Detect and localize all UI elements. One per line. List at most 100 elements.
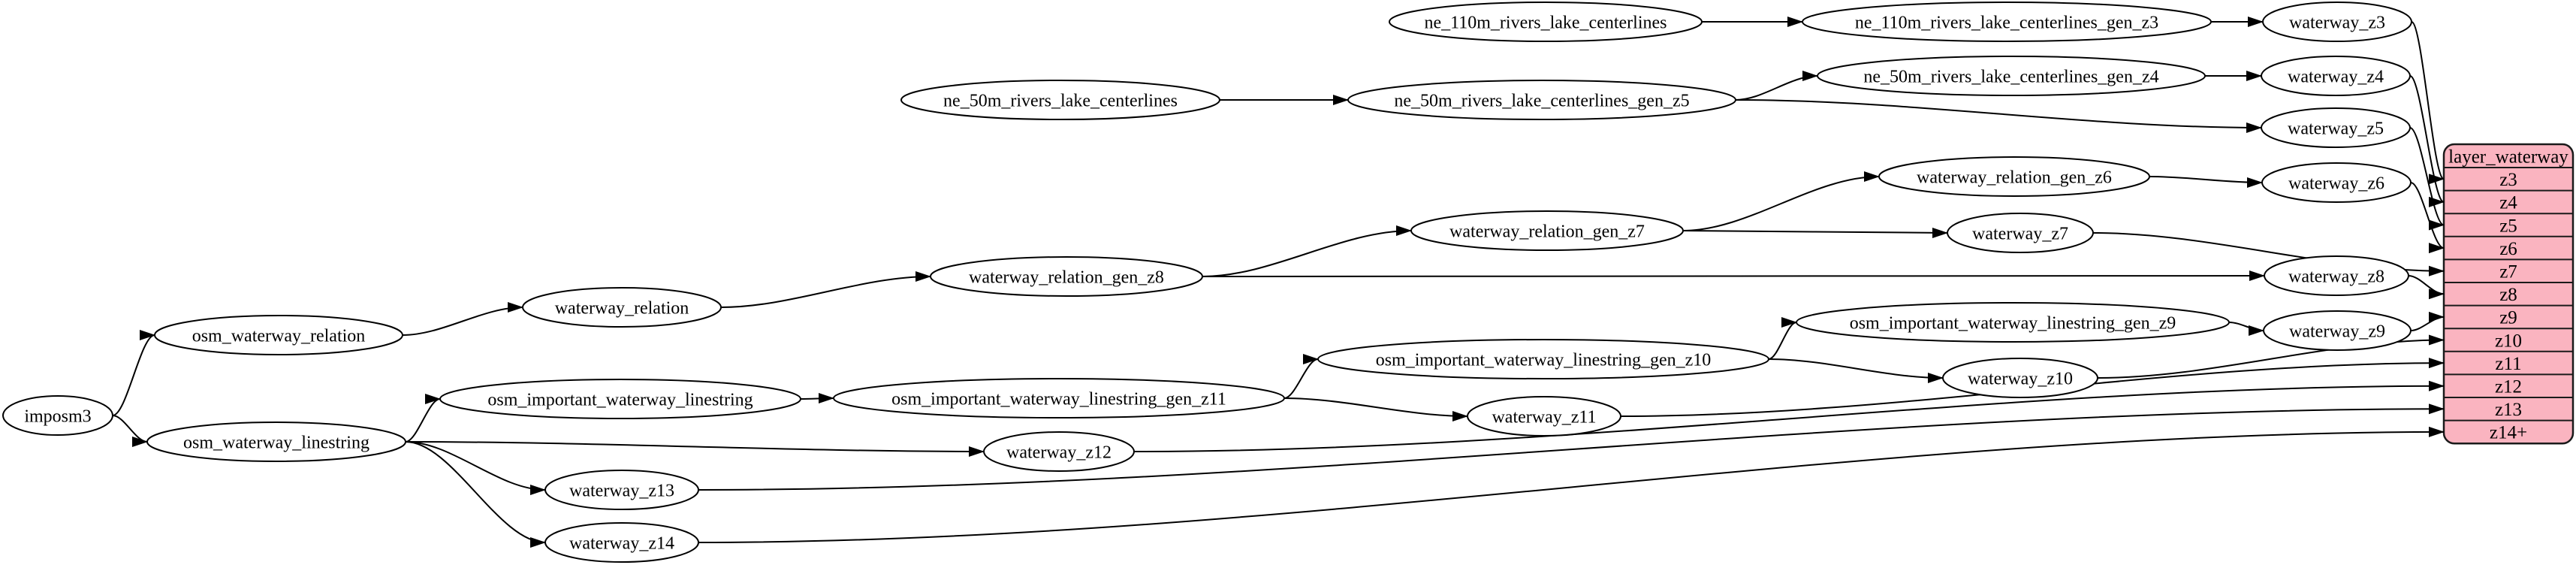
- node-label-waterway_z13: waterway_z13: [569, 481, 674, 500]
- table-row-z13: z13: [2495, 400, 2522, 420]
- node-ellipse-osm_important_waterway_linestring: [439, 379, 801, 419]
- node-ne_50m_rivers_lake_centerlines_gen_z4: ne_50m_rivers_lake_centerlines_gen_z4: [1817, 56, 2206, 96]
- table-row-z4: z4: [2499, 193, 2517, 213]
- edge-waterway_z10-to-row_z10: [2097, 334, 2445, 379]
- node-waterway_z9: waterway_z9: [2263, 310, 2412, 351]
- node-label-ne_50m_rivers_lake_centerlines_gen_z5: ne_50m_rivers_lake_centerlines_gen_z5: [1394, 91, 1689, 110]
- node-ellipse-waterway_relation_gen_z7: [1410, 210, 1684, 251]
- node-ellipse-ne_50m_rivers_lake_centerlines_gen_z5: [1347, 80, 1736, 120]
- node-ellipse-ne_110m_rivers_lake_centerlines_gen_z3: [1802, 2, 2212, 42]
- node-ellipse-waterway_z6: [2261, 162, 2412, 203]
- edge-waterway_relation_gen_z7-to-waterway_relation_gen_z6: [1682, 171, 1880, 231]
- node-waterway_relation_gen_z8: waterway_relation_gen_z8: [930, 256, 1203, 297]
- node-waterway_z8: waterway_z8: [2264, 255, 2409, 296]
- node-label-osm_waterway_relation: osm_waterway_relation: [192, 326, 366, 346]
- node-ellipse-imposm3: [2, 395, 113, 436]
- node-waterway_relation_gen_z7: waterway_relation_gen_z7: [1410, 210, 1684, 251]
- node-label-waterway_z6: waterway_z6: [2288, 174, 2384, 193]
- edge-osm_important_waterway_linestring_gen_z11-to-waterway_z11: [1283, 397, 1468, 421]
- edge-waterway_z5-to-row_z5: [2409, 127, 2445, 231]
- node-label-waterway_relation_gen_z8: waterway_relation_gen_z8: [969, 267, 1164, 287]
- table-row-z10: z10: [2495, 331, 2522, 351]
- table-row-z8: z8: [2499, 285, 2517, 305]
- node-waterway_z6: waterway_z6: [2261, 162, 2412, 203]
- node-label-waterway_relation_gen_z6: waterway_relation_gen_z6: [1917, 168, 2112, 187]
- node-label-osm_important_waterway_linestring: osm_important_waterway_linestring: [487, 390, 753, 409]
- node-label-ne_110m_rivers_lake_centerlines_gen_z3: ne_110m_rivers_lake_centerlines_gen_z3: [1855, 13, 2158, 32]
- table-row-z7: z7: [2499, 261, 2517, 282]
- node-ellipse-waterway_z11: [1467, 396, 1621, 437]
- node-waterway_z4: waterway_z4: [2261, 56, 2411, 96]
- node-ellipse-waterway_z7: [1947, 213, 2094, 253]
- table-row-z11: z11: [2495, 354, 2521, 374]
- node-ne_110m_rivers_lake_centerlines: ne_110m_rivers_lake_centerlines: [1389, 2, 1703, 42]
- node-label-osm_important_waterway_linestring_gen_z11: osm_important_waterway_linestring_gen_z1…: [891, 389, 1226, 409]
- edge-waterway_z14-to-row_z14p: [698, 426, 2445, 543]
- node-waterway_z14: waterway_z14: [544, 522, 699, 563]
- edges: [112, 17, 2445, 548]
- table-layer-waterway: layer_waterwayz3z4z5z6z7z8z9z10z11z12z13…: [2442, 143, 2574, 445]
- node-label-waterway_z14: waterway_z14: [569, 533, 674, 553]
- node-waterway_z3: waterway_z3: [2262, 2, 2412, 42]
- node-ellipse-waterway_relation: [522, 287, 722, 328]
- node-ellipse-osm_waterway_linestring: [146, 421, 406, 462]
- node-ellipse-waterway_z10: [1942, 358, 2098, 398]
- node-label-ne_50m_rivers_lake_centerlines: ne_50m_rivers_lake_centerlines: [943, 91, 1178, 110]
- edge-waterway_z6-to-row_z6: [2410, 182, 2445, 253]
- edge-waterway_z12-to-row_z12: [1133, 380, 2445, 452]
- node-osm_important_waterway_linestring: osm_important_waterway_linestring: [439, 379, 801, 419]
- node-label-imposm3: imposm3: [24, 406, 91, 426]
- node-ellipse-osm_important_waterway_linestring_gen_z9: [1796, 302, 2230, 343]
- node-ellipse-waterway_relation_gen_z6: [1878, 156, 2150, 197]
- edge-osm_waterway_linestring-to-osm_important_waterway_linestring: [405, 394, 441, 443]
- table-row-z3: z3: [2499, 170, 2517, 190]
- node-waterway_z7: waterway_z7: [1947, 213, 2094, 253]
- node-imposm3: imposm3: [2, 395, 113, 436]
- edge-osm_important_waterway_linestring_gen_z11-to-osm_important_waterway_linestring_gen_z10: [1283, 354, 1319, 399]
- edge-osm_waterway_linestring-to-waterway_z12: [405, 441, 985, 457]
- table-row-z5: z5: [2499, 216, 2517, 236]
- node-ne_110m_rivers_lake_centerlines_gen_z3: ne_110m_rivers_lake_centerlines_gen_z3: [1802, 2, 2212, 42]
- node-osm_waterway_relation: osm_waterway_relation: [154, 315, 403, 355]
- node-waterway_z12: waterway_z12: [983, 431, 1135, 472]
- edge-waterway_relation_gen_z8-to-waterway_relation_gen_z7: [1202, 225, 1412, 277]
- node-ellipse-ne_50m_rivers_lake_centerlines_gen_z4: [1817, 56, 2206, 96]
- node-ne_50m_rivers_lake_centerlines: ne_50m_rivers_lake_centerlines: [900, 80, 1220, 120]
- table-title: layer_waterway: [2448, 147, 2568, 167]
- edge-osm_waterway_linestring-to-waterway_z13: [405, 441, 546, 495]
- node-ne_50m_rivers_lake_centerlines_gen_z5: ne_50m_rivers_lake_centerlines_gen_z5: [1347, 80, 1736, 120]
- table-row-z9: z9: [2499, 308, 2517, 328]
- node-ellipse-osm_important_waterway_linestring_gen_z11: [833, 378, 1285, 418]
- node-waterway_z11: waterway_z11: [1467, 396, 1621, 437]
- node-label-waterway_relation: waterway_relation: [555, 298, 689, 318]
- node-label-waterway_z3: waterway_z3: [2289, 13, 2385, 32]
- edge-osm_waterway_relation-to-waterway_relation: [402, 302, 523, 336]
- node-label-osm_important_waterway_linestring_gen_z9: osm_important_waterway_linestring_gen_z9: [1850, 313, 2176, 333]
- edge-waterway_z13-to-row_z13: [698, 403, 2445, 491]
- node-label-waterway_z7: waterway_z7: [1972, 224, 2068, 243]
- node-ellipse-waterway_z4: [2261, 56, 2411, 96]
- table-row-z14+: z14+: [2490, 423, 2527, 443]
- node-ellipse-waterway_z3: [2262, 2, 2412, 42]
- node-ellipse-osm_waterway_relation: [154, 315, 403, 355]
- node-label-waterway_z8: waterway_z8: [2288, 267, 2384, 286]
- node-waterway_relation: waterway_relation: [522, 287, 722, 328]
- node-label-waterway_z12: waterway_z12: [1006, 443, 1112, 462]
- node-ellipse-waterway_z5: [2261, 107, 2411, 148]
- edge-waterway_z3-to-row_z3: [2411, 21, 2445, 185]
- edge-osm_important_waterway_linestring_gen_z9-to-waterway_z9: [2228, 322, 2264, 336]
- node-label-ne_50m_rivers_lake_centerlines_gen_z4: ne_50m_rivers_lake_centerlines_gen_z4: [1863, 67, 2158, 86]
- node-label-waterway_z4: waterway_z4: [2288, 67, 2384, 86]
- node-ellipse-waterway_z12: [983, 431, 1135, 472]
- edge-waterway_relation_gen_z7-to-waterway_z7: [1682, 227, 1948, 238]
- edge-osm_important_waterway_linestring-to-osm_important_waterway_linestring_gen_z11: [800, 393, 834, 404]
- edge-waterway_z4-to-row_z4: [2409, 75, 2445, 207]
- table-row-z12: z12: [2495, 376, 2522, 397]
- edge-waterway_z8-to-row_z8: [2408, 275, 2445, 300]
- edge-waterway_z9-to-row_z9: [2410, 311, 2445, 331]
- node-label-waterway_z5: waterway_z5: [2288, 119, 2384, 138]
- node-waterway_relation_gen_z6: waterway_relation_gen_z6: [1878, 156, 2150, 197]
- node-ellipse-waterway_z9: [2263, 310, 2412, 351]
- node-osm_waterway_linestring: osm_waterway_linestring: [146, 421, 406, 462]
